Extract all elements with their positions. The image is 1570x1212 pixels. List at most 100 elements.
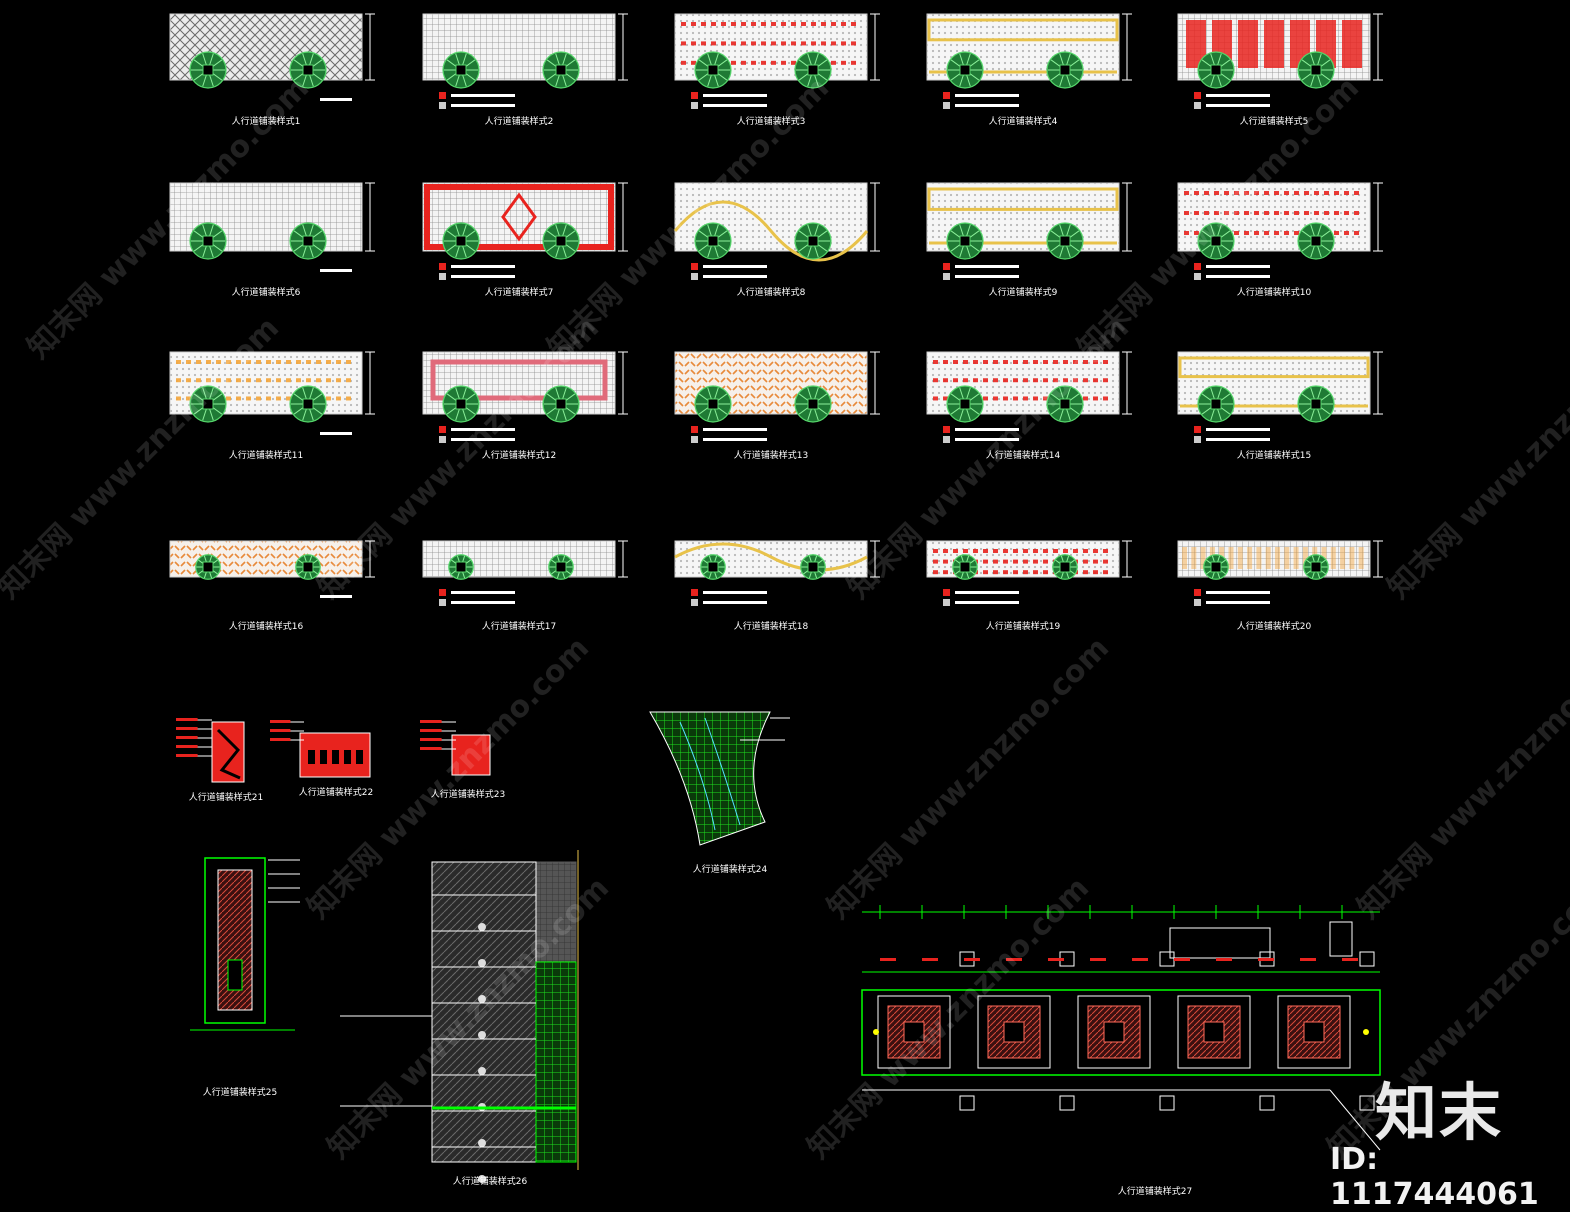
legend [1194, 426, 1270, 443]
paving-panel: 人行道铺装样式19 [926, 540, 1132, 632]
tree-icon [1297, 385, 1335, 423]
tree-icon [800, 554, 826, 580]
paving-panel: 人行道铺装样式2 [422, 13, 628, 127]
leader-lines [420, 720, 456, 750]
pattern-accent [681, 22, 856, 65]
paving-panel: 人行道铺装样式15 [1177, 351, 1383, 461]
tree-icon [442, 51, 480, 89]
tree-icon [694, 385, 732, 423]
panel-caption: 人行道铺装样式14 [986, 449, 1061, 461]
paving-panel: 人行道铺装样式5 [1177, 13, 1383, 127]
panel-caption: 人行道铺装样式5 [1240, 115, 1309, 127]
tree-icon [946, 51, 984, 89]
paving-panel: 人行道铺装样式4 [926, 13, 1132, 127]
tree-icon [548, 554, 574, 580]
panel-caption: 人行道铺装样式11 [229, 449, 303, 461]
tree-icon [952, 554, 978, 580]
legend [691, 263, 767, 280]
legend [320, 595, 352, 598]
paving-panel: 人行道铺装样式6 [169, 182, 375, 298]
tree-icon [700, 554, 726, 580]
tree-icon [1197, 51, 1235, 89]
tree-icon [195, 554, 221, 580]
paving-panel: 人行道铺装样式8 [673, 182, 880, 298]
legend [320, 432, 352, 435]
detail-25-strip-plan [190, 857, 300, 1031]
panel-caption: 人行道铺装样式13 [734, 449, 808, 461]
detail-caption: 人行道铺装样式24 [693, 863, 768, 875]
paving-panel: 人行道铺装样式9 [926, 182, 1132, 298]
panel-caption: 人行道铺装样式3 [737, 115, 806, 127]
tree-icon [542, 51, 580, 89]
legend [439, 263, 515, 280]
paving-panel: 人行道铺装样式14 [926, 351, 1132, 461]
brand-logo-text: 知末 [1375, 1076, 1504, 1149]
pattern-accent [933, 360, 1108, 401]
tree-icon [946, 385, 984, 423]
panel-caption: 人行道铺装样式18 [734, 620, 809, 632]
panel-caption: 人行道铺装样式15 [1237, 449, 1311, 461]
tree-icon [189, 222, 227, 260]
legend [439, 589, 515, 606]
panel-caption: 人行道铺装样式8 [737, 286, 806, 298]
panel-caption: 人行道铺装样式10 [1237, 286, 1312, 298]
detail-26-long-plan [340, 850, 579, 1183]
pattern-accent [176, 360, 351, 401]
pattern-accent [430, 359, 608, 401]
tree-icon [542, 222, 580, 260]
pattern-accent [424, 184, 614, 250]
tree-icon [189, 51, 227, 89]
tree-icon [1303, 554, 1329, 580]
tree-icon [289, 385, 327, 423]
panel-caption: 人行道铺装样式16 [229, 620, 304, 632]
tree-icon [542, 385, 580, 423]
detail-caption: 人行道铺装样式23 [431, 788, 505, 800]
panel-caption: 人行道铺装样式2 [485, 115, 554, 127]
paving-panel: 人行道铺装样式16 [169, 540, 375, 632]
panel-caption: 人行道铺装样式17 [482, 620, 556, 632]
tree-icon [295, 554, 321, 580]
legend [943, 589, 1019, 606]
tree-icon [794, 385, 832, 423]
tree-icon [1052, 554, 1078, 580]
legend [1194, 92, 1270, 109]
paving-panel: 人行道铺装样式3 [674, 13, 880, 127]
paving-panel: 人行道铺装样式17 [422, 540, 628, 632]
detail-drawings: 人行道铺装样式21 人行道铺装样式22 人行道铺装样式23 人行道铺装样式24 人行道铺… [176, 711, 1381, 1197]
legend [691, 589, 767, 606]
legend [691, 426, 767, 443]
drawing-id-label: ID: 1117444061 [1330, 1142, 1539, 1212]
paving-panel: 人行道铺装样式13 [674, 351, 880, 461]
paving-surface [926, 182, 1120, 252]
tree-icon [1197, 222, 1235, 260]
leader-lines [270, 720, 304, 741]
detail-23-section [451, 734, 491, 776]
panel-caption: 人行道铺装样式4 [989, 115, 1058, 127]
paving-panel: 人行道铺装样式11 [169, 351, 375, 461]
watermark-text: 知末网 www.znzmo.com [1351, 631, 1570, 926]
paving-panel: 人行道铺装样式12 [422, 351, 628, 461]
tree-icon [189, 385, 227, 423]
panel-caption: 人行道铺装样式1 [232, 115, 301, 127]
legend [691, 92, 767, 109]
tree-icon [1046, 222, 1084, 260]
watermark-text: 知末网 www.znzmo.com [1381, 311, 1570, 606]
paving-panel: 人行道铺装样式7 [422, 182, 628, 298]
paving-panel: 人行道铺装样式20 [1177, 540, 1383, 632]
detail-caption: 人行道铺装样式22 [299, 786, 373, 798]
detail-caption: 人行道铺装样式21 [189, 791, 263, 803]
legend [943, 92, 1019, 109]
tree-icon [1197, 385, 1235, 423]
tree-icon [442, 385, 480, 423]
tree-icon [289, 222, 327, 260]
tree-icon [946, 222, 984, 260]
detail-27-site-plan [861, 905, 1381, 1151]
detail-24-curved-grid [649, 711, 790, 846]
legend [439, 92, 515, 109]
legend [1194, 263, 1270, 280]
detail-caption: 人行道铺装样式27 [1118, 1185, 1192, 1197]
tree-icon [794, 222, 832, 260]
pattern-accent [673, 200, 869, 262]
tree-icon [1297, 51, 1335, 89]
